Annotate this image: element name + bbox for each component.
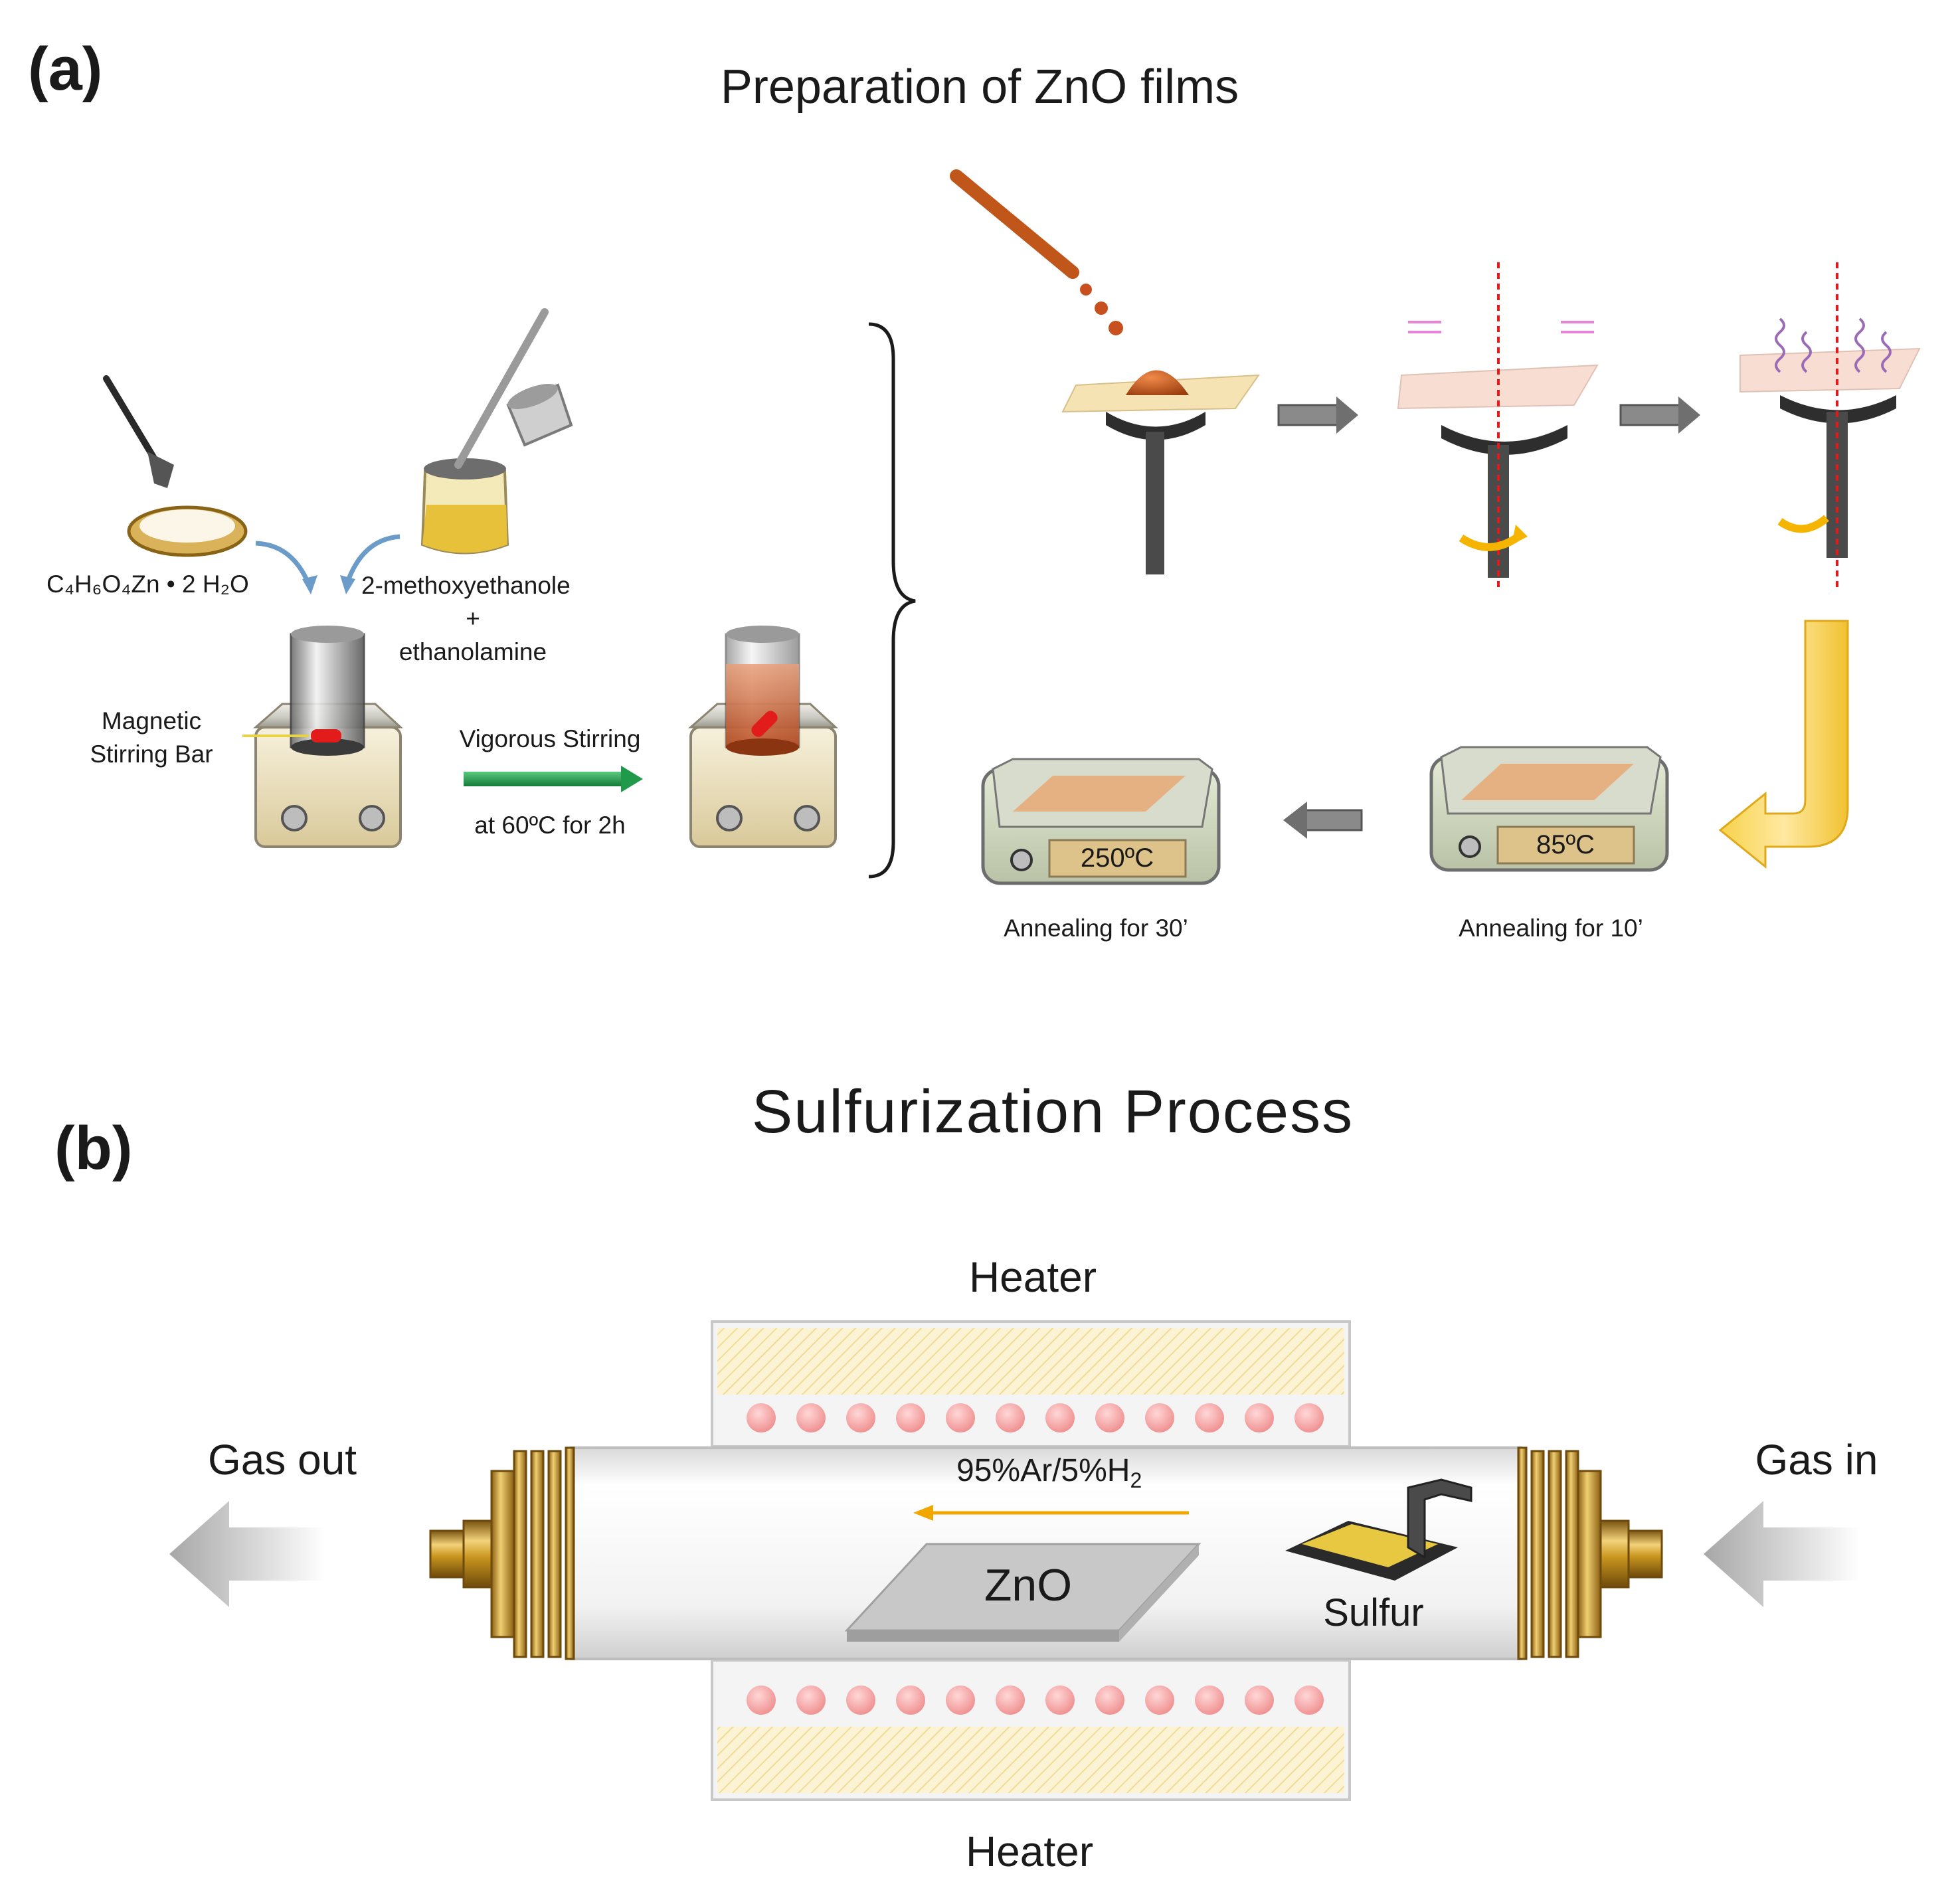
magnetic-stirrer-2 [688,626,838,848]
process-arrow-3 [1283,802,1363,839]
process-arrow-1 [1277,396,1358,434]
gas-in-label: Gas in [1755,1436,1878,1484]
jar-lid-icon [506,383,573,447]
gas-out-arrow-icon [169,1501,325,1607]
heater-top-elements [747,1403,1324,1432]
hot-plate-85-temp: 85ºC [1536,830,1595,859]
heater-top-label: Heater [969,1253,1097,1301]
magnetic-stirrer-1 [242,626,403,848]
bent-arrow-icon [1718,620,1849,869]
sulfur-boat-icon [1285,1478,1472,1581]
panel-b-title: Sulfurization Process [752,1078,1354,1146]
curved-arrow-right-icon [344,534,401,586]
annealing-10-label: Annealing for 10’ [1459,914,1643,942]
gas-out-label: Gas out [208,1436,357,1484]
hot-plate-85: 85ºC [1429,746,1669,872]
zno-label: ZnO [984,1560,1072,1610]
gas-flow-arrow-icon [913,1505,1189,1521]
stirring-bar-icon [311,729,341,742]
hot-plate-250-temp: 250ºC [1081,843,1154,873]
spread-arrows-icon [1408,321,1594,333]
curved-arrow-right-head [340,575,355,594]
solvent-label: 2-methoxyethanole [361,572,571,599]
hot-plate-250: 250ºC [981,758,1221,885]
heater-bottom [711,1659,1351,1801]
spin-coater-2 [1397,262,1599,591]
heater-bottom-elements [747,1686,1324,1715]
panel-b-label: (b) [54,1114,132,1182]
curly-brace [868,322,916,879]
stir-bar-label-line2: Stirring Bar [90,740,213,768]
right-flange [1517,1446,1663,1660]
pipette-icon [950,169,1123,335]
stirring-condition: at 60ºC for 2h [474,812,625,839]
gas-in-arrow-icon [1704,1501,1860,1607]
precursor-formula: C₄H₆O₄Zn • 2 H₂O [46,570,249,598]
heater-bottom-label: Heater [966,1828,1093,1875]
stirring-label: Vigorous Stirring [460,725,641,752]
panel-a-title: Preparation of ZnO films [721,60,1239,114]
process-arrow-2 [1619,396,1700,434]
spin-coater-1 [1061,370,1260,574]
spatula-icon [103,375,174,488]
stabilizer-label: ethanolamine [399,638,547,665]
left-flange [429,1446,575,1660]
curved-arrow-left-head [302,575,317,594]
gas-mix-label: 95%Ar/5%H2 [956,1453,1142,1492]
panel-a-label: (a) [28,35,102,103]
weighing-dish-icon [127,505,248,557]
annealing-30-label: Annealing for 30’ [1004,914,1188,942]
curved-arrow-left-icon [255,541,312,586]
sulfur-label: Sulfur [1323,1591,1424,1634]
plus-sign: + [466,605,480,632]
spin-coater-3 [1739,262,1921,588]
evaporation-icon [1775,317,1892,373]
zno-droplet-icon [1126,370,1189,395]
zno-substrate [844,1543,1202,1642]
heater-top [711,1320,1351,1448]
solvent-jar-icon [420,308,549,555]
stir-bar-label-line1: Magnetic [102,707,201,735]
stirring-arrow-icon [464,766,643,792]
